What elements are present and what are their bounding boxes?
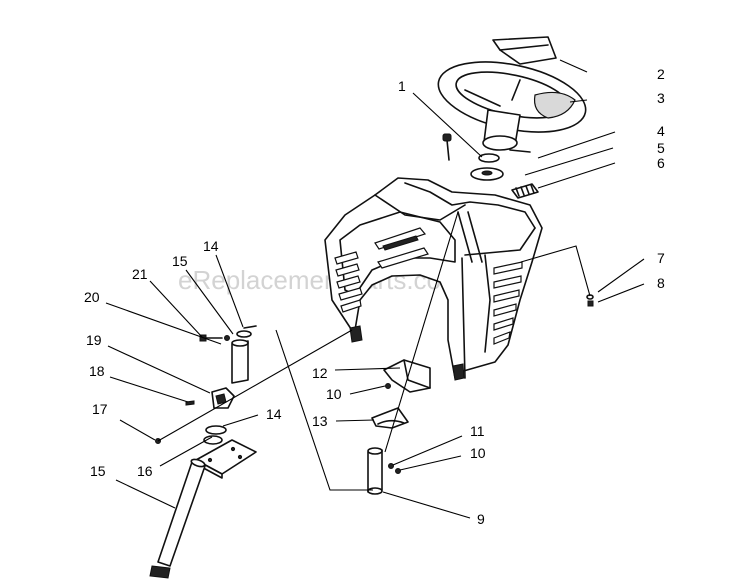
callout-15-top: 15 [172,253,188,269]
steering-wheel-cap [492,36,557,65]
callout-14-lower: 14 [266,406,282,422]
leader-lines [105,59,645,519]
dash-housing [324,177,543,381]
callout-1: 1 [398,78,406,94]
callout-4: 4 [657,123,665,139]
bracket-small [511,183,539,199]
bolt-top [442,133,452,161]
callout-14-top: 14 [203,238,219,254]
callout-labels: 2 3 1 4 5 6 7 8 14 15 21 20 19 18 17 14 … [84,66,665,527]
callout-7: 7 [657,250,665,266]
callout-10-upper: 10 [326,386,342,402]
callout-5: 5 [657,140,665,156]
callout-18: 18 [89,363,105,379]
lower-tube-9 [367,447,383,495]
nut-10b [395,468,401,474]
callout-6: 6 [657,155,665,171]
pivot-bracket-19 [211,387,235,409]
callout-13: 13 [312,413,328,429]
mounting-bracket-12 [383,359,431,393]
long-shaft-15 [149,458,206,579]
callout-10-lower: 10 [470,445,486,461]
nut-11 [388,463,394,469]
bushing-13 [371,407,409,429]
callout-11: 11 [470,423,485,439]
washer-nut [470,153,504,181]
nut-10a [385,383,391,389]
pivot-tube-upper [231,325,257,384]
callout-3: 3 [657,90,665,106]
callout-21: 21 [132,266,148,282]
callout-12: 12 [312,365,328,381]
steering-wheel [437,61,587,151]
callout-8: 8 [657,275,665,291]
callout-16: 16 [137,463,153,479]
pedal-plate-16 [195,439,257,479]
washer-14-lower [203,425,227,445]
callout-2: 2 [657,66,665,82]
callout-9: 9 [477,511,485,527]
callout-19: 19 [86,332,102,348]
callout-15-lower: 15 [90,463,106,479]
roll-pin [509,149,531,153]
callout-17: 17 [92,401,108,417]
bolt-washer-7-8 [586,294,594,307]
callout-20: 20 [84,289,100,305]
